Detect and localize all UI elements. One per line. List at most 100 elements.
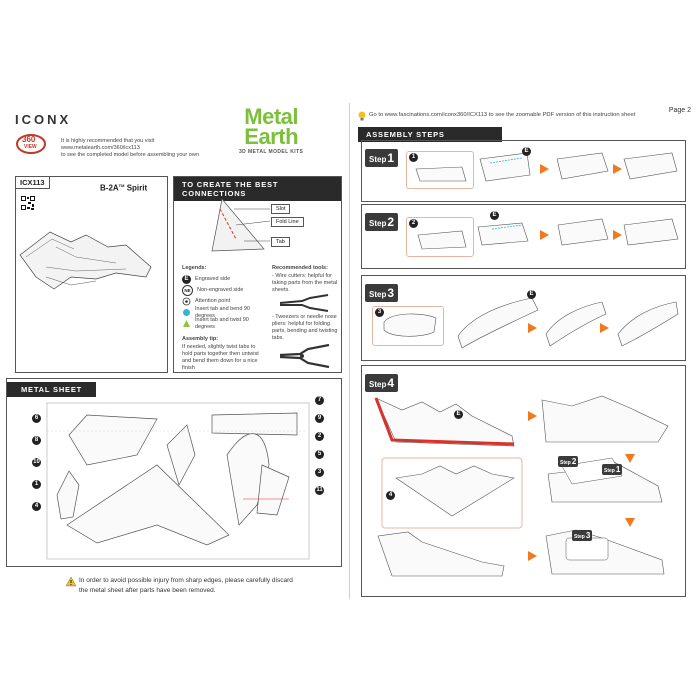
step-label: Step xyxy=(369,155,387,164)
step-number: 2 xyxy=(571,457,577,466)
part-number-badge: 4 xyxy=(32,502,41,511)
step-number: 4 xyxy=(387,376,395,390)
connections-title: TO CREATE THE BEST CONNECTIONS xyxy=(174,177,341,201)
part-number-badge: 8 xyxy=(32,436,41,445)
step-2-part-box xyxy=(406,217,474,257)
step-label: Step xyxy=(560,460,571,466)
page-number: Page 2 xyxy=(668,107,691,114)
360-view-icon: 360 VIEW xyxy=(15,133,47,155)
arrow-right-icon xyxy=(528,411,537,421)
intro-line-3: to see the completed model before assemb… xyxy=(61,152,199,158)
fold-line-label: Fold Line xyxy=(271,217,304,227)
engraved-side-badge: E xyxy=(454,410,463,419)
model-info-box: ICX113 B-2ATM Spirit xyxy=(15,176,168,373)
step-label: Step xyxy=(574,534,585,540)
metal-earth-logo: Metal Earth 3D METAL MODEL KITS xyxy=(239,106,304,156)
part-number-badge: 9 xyxy=(315,414,324,423)
step-2-badge: Step2 xyxy=(365,213,399,231)
intro-text: It is highly recommended that you visit … xyxy=(61,138,199,159)
model-tm: TM xyxy=(118,183,125,188)
part-number-badge: 6 xyxy=(32,414,41,423)
metal-sheet-title: METAL SHEET xyxy=(7,382,97,397)
logo-line-2: Earth xyxy=(244,124,299,149)
arrow-right-icon xyxy=(613,164,622,174)
metal-sheet-diagram xyxy=(46,402,310,560)
connections-box: TO CREATE THE BEST CONNECTIONS Slot Fold… xyxy=(173,176,342,373)
iconx-logo: ICONX xyxy=(15,112,72,127)
model-name: B-2A xyxy=(100,183,119,193)
part-numbers-right: 7 9 2 5 3 11 xyxy=(315,396,324,495)
arrow-right-icon xyxy=(613,230,622,240)
sub-step-2-badge: Step2 xyxy=(558,456,579,467)
bend-tab-icon xyxy=(183,309,190,316)
sub-step-1-badge: Step1 xyxy=(602,464,623,475)
warning-text: In order to avoid possible injury from s… xyxy=(79,576,293,596)
badge-360-text: 360 xyxy=(22,135,36,144)
step-1-part-box xyxy=(406,151,474,189)
legend-item: Attention point xyxy=(182,296,262,307)
wire-cutters-icon xyxy=(279,294,329,312)
step-label: Step xyxy=(369,380,387,389)
part-number-badge: 1 xyxy=(32,480,41,489)
step-3-panel: Step3 3 E xyxy=(361,275,686,361)
logo-tagline: 3D METAL MODEL KITS xyxy=(239,149,304,155)
warning-line-1: In order to avoid possible injury from s… xyxy=(79,577,293,584)
part-number-badge: 5 xyxy=(315,450,324,459)
page-divider xyxy=(349,103,350,599)
part-number-badge: 7 xyxy=(315,396,324,405)
intro-line-1: It is highly recommended that you visit xyxy=(61,138,155,144)
step-number: 1 xyxy=(387,151,395,165)
part-number-badge: 2 xyxy=(409,219,418,228)
part-number-badge: 11 xyxy=(315,486,324,495)
arrow-down-icon xyxy=(625,518,635,527)
legend-item: Insert tab and twist 90 degrees xyxy=(182,317,262,330)
arrow-right-icon xyxy=(600,323,609,333)
arrow-right-icon xyxy=(540,230,549,240)
engraved-side-badge: E xyxy=(522,147,531,156)
legend-text: Insert tab and bend 90 degrees xyxy=(195,305,251,319)
step-3-badge: Step3 xyxy=(365,284,399,302)
model-code: ICX113 xyxy=(16,177,50,189)
legends-title: Legends: xyxy=(182,265,207,271)
tool-pliers-text: - Tweezers or needle nose pliers: helpfu… xyxy=(272,314,338,341)
step-1-badge: Step1 xyxy=(365,149,399,167)
engraved-side-icon: E xyxy=(182,275,191,284)
web-link[interactable]: Go to www.fascinations.com/iconx360/ICX1… xyxy=(369,112,636,118)
part-number-badge: 1 xyxy=(409,153,418,162)
assembly-steps-title: ASSEMBLY STEPS xyxy=(358,127,502,142)
instruction-page-1: ICONX Metal Earth 3D METAL MODEL KITS 36… xyxy=(3,103,348,599)
model-title: B-2ATM Spirit xyxy=(100,183,147,193)
twist-tab-icon xyxy=(183,320,190,327)
step-number: 3 xyxy=(387,286,395,300)
non-engraved-side-icon: NE xyxy=(182,285,193,296)
warning-line-2: the metal sheet after parts have been re… xyxy=(79,587,216,594)
legend-item: NE Non-engraved side xyxy=(182,285,262,296)
metal-sheet-box: METAL SHEET 6 8 10 1 4 7 9 2 5 3 xyxy=(6,378,342,567)
legend-list: E Engraved side NE Non-engraved side Att… xyxy=(182,274,262,330)
intro-link[interactable]: www.metalearth.com/360/icx113 xyxy=(61,145,140,151)
part-numbers-left: 6 8 10 1 4 xyxy=(32,414,41,511)
step-3-part-box xyxy=(372,306,444,346)
arrow-down-icon xyxy=(625,454,635,463)
part-number-badge: 3 xyxy=(375,308,384,317)
part-number-badge: 3 xyxy=(315,468,324,477)
step-3-illustration xyxy=(383,297,679,349)
tab-slot-diagram xyxy=(211,198,271,252)
warning-icon xyxy=(65,576,77,587)
attention-point-icon xyxy=(182,297,191,306)
model-name-suffix: Spirit xyxy=(126,183,148,193)
slot-label: Slot xyxy=(271,204,291,214)
qr-code-icon[interactable] xyxy=(20,195,36,211)
step-4-badge: Step4 xyxy=(365,374,399,392)
pliers-icon xyxy=(279,343,330,369)
instruction-page-2: Page 2 Go to www.fascinations.com/iconx3… xyxy=(352,103,697,599)
step-2-illustration xyxy=(417,218,679,250)
arrow-left-icon xyxy=(528,551,537,561)
arrow-right-icon xyxy=(540,164,549,174)
step-label: Step xyxy=(369,290,387,299)
step-label: Step xyxy=(604,468,615,474)
lightbulb-icon xyxy=(358,111,366,121)
b2-model-illustration xyxy=(19,231,152,290)
arrow-right-icon xyxy=(528,323,537,333)
step-number: 3 xyxy=(585,531,591,540)
